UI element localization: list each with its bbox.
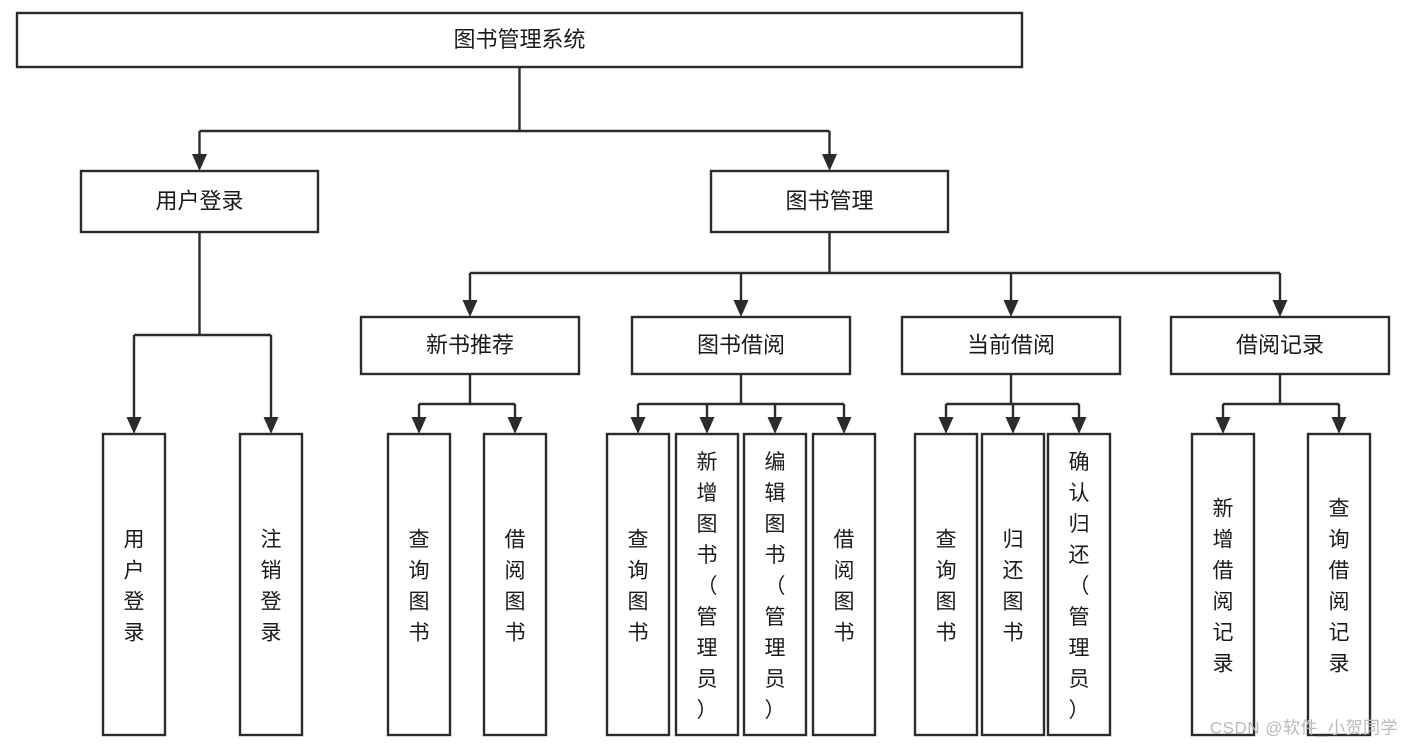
node-leaf-query-book-2[interactable]: 查询图书 — [605, 432, 671, 737]
connector-arrowhead — [126, 417, 142, 434]
node-label: 新增借阅记录 — [1213, 498, 1234, 676]
node-new-book-rec[interactable]: 新书推荐 — [359, 315, 581, 376]
node-leaf-logout[interactable]: 注销登录 — [238, 432, 304, 737]
node-box — [1190, 432, 1256, 737]
node-label: 图书借阅 — [697, 332, 785, 357]
node-root[interactable]: 图书管理系统 — [15, 11, 1024, 69]
connector-arrowhead — [263, 417, 279, 434]
connector-arrowhead — [733, 300, 749, 317]
node-box — [980, 432, 1046, 737]
node-label: 归还图书 — [1003, 529, 1024, 645]
node-leaf-query-record[interactable]: 查询借阅记录 — [1306, 432, 1372, 737]
connector-arrowhead — [507, 417, 523, 434]
node-label: 查询图书 — [409, 529, 430, 645]
node-box — [101, 432, 167, 737]
node-label: 图书管理系统 — [453, 27, 585, 52]
connector-arrowhead — [767, 417, 783, 434]
connector-arrowhead — [630, 417, 646, 434]
node-label: 新增图书（管理员） — [697, 451, 718, 722]
connector-layer — [126, 67, 1347, 434]
node-box — [1306, 432, 1372, 737]
node-box — [1046, 432, 1112, 737]
node-box — [238, 432, 304, 737]
node-leaf-return-book[interactable]: 归还图书 — [980, 432, 1046, 737]
node-book-manage[interactable]: 图书管理 — [709, 169, 950, 234]
node-label: 借阅图书 — [834, 529, 855, 645]
node-label: 借阅记录 — [1236, 332, 1324, 357]
node-leaf-confirm-return[interactable]: 确认归还（管理员） — [1046, 432, 1112, 737]
node-label: 查询图书 — [628, 529, 649, 645]
connector-group — [1215, 374, 1347, 434]
node-leaf-query-book-3[interactable]: 查询图书 — [913, 432, 979, 737]
node-box — [811, 432, 877, 737]
node-leaf-edit-book[interactable]: 编辑图书（管理员） — [742, 432, 808, 737]
csdn-watermark: CSDN @软件_小贺同学 — [1210, 718, 1398, 737]
node-box — [674, 432, 740, 737]
node-box — [900, 315, 1122, 376]
node-label: 编辑图书（管理员） — [765, 451, 786, 722]
connector-arrowhead — [192, 154, 207, 171]
node-label: 查询图书 — [936, 529, 957, 645]
node-book-borrow[interactable]: 图书借阅 — [630, 315, 852, 376]
node-label: 注销登录 — [261, 529, 282, 645]
connector-arrowhead — [462, 300, 478, 317]
connector-arrowhead — [822, 154, 837, 171]
connector-arrowhead — [411, 417, 427, 434]
node-box — [359, 315, 581, 376]
node-label: 查询借阅记录 — [1329, 498, 1350, 676]
node-label: 新书推荐 — [426, 332, 514, 357]
node-leaf-borrow-book-1[interactable]: 借阅图书 — [482, 432, 548, 737]
connector-group — [411, 374, 523, 434]
connector-arrowhead — [1005, 417, 1021, 434]
node-box — [1169, 315, 1391, 376]
node-label: 确认归还（管理员） — [1069, 451, 1090, 722]
connector-arrowhead — [1331, 417, 1347, 434]
connector-arrowhead — [938, 417, 954, 434]
node-box — [709, 169, 950, 234]
node-box — [630, 315, 852, 376]
node-box — [79, 169, 320, 234]
connector-group — [126, 232, 279, 434]
connector-arrowhead — [1272, 300, 1288, 317]
node-box — [15, 11, 1024, 69]
node-label: 图书管理 — [785, 188, 873, 213]
node-borrow-record[interactable]: 借阅记录 — [1169, 315, 1391, 376]
connector-group — [192, 67, 837, 171]
node-leaf-query-book-1[interactable]: 查询图书 — [386, 432, 452, 737]
node-current-borrow[interactable]: 当前借阅 — [900, 315, 1122, 376]
node-box — [913, 432, 979, 737]
node-box — [742, 432, 808, 737]
node-user-login[interactable]: 用户登录 — [79, 169, 320, 234]
node-box — [482, 432, 548, 737]
node-box — [386, 432, 452, 737]
connector-arrowhead — [836, 417, 852, 434]
node-label: 用户登录 — [124, 529, 145, 645]
node-label: 用户登录 — [155, 188, 243, 213]
node-box — [605, 432, 671, 737]
connector-group — [462, 232, 1288, 317]
node-label: 借阅图书 — [505, 529, 526, 645]
node-leaf-borrow-book-2[interactable]: 借阅图书 — [811, 432, 877, 737]
node-leaf-add-record[interactable]: 新增借阅记录 — [1190, 432, 1256, 737]
node-leaf-user-login[interactable]: 用户登录 — [101, 432, 167, 737]
connector-arrowhead — [1215, 417, 1231, 434]
node-layer: 图书管理系统用户登录图书管理新书推荐图书借阅当前借阅借阅记录用户登录注销登录查询… — [15, 11, 1391, 737]
connector-arrowhead — [1071, 417, 1087, 434]
connector-group — [630, 374, 852, 434]
node-leaf-add-book[interactable]: 新增图书（管理员） — [674, 432, 740, 737]
node-label: 当前借阅 — [967, 332, 1055, 357]
connector-arrowhead — [699, 417, 715, 434]
connector-arrowhead — [1003, 300, 1019, 317]
connector-group — [938, 374, 1087, 434]
